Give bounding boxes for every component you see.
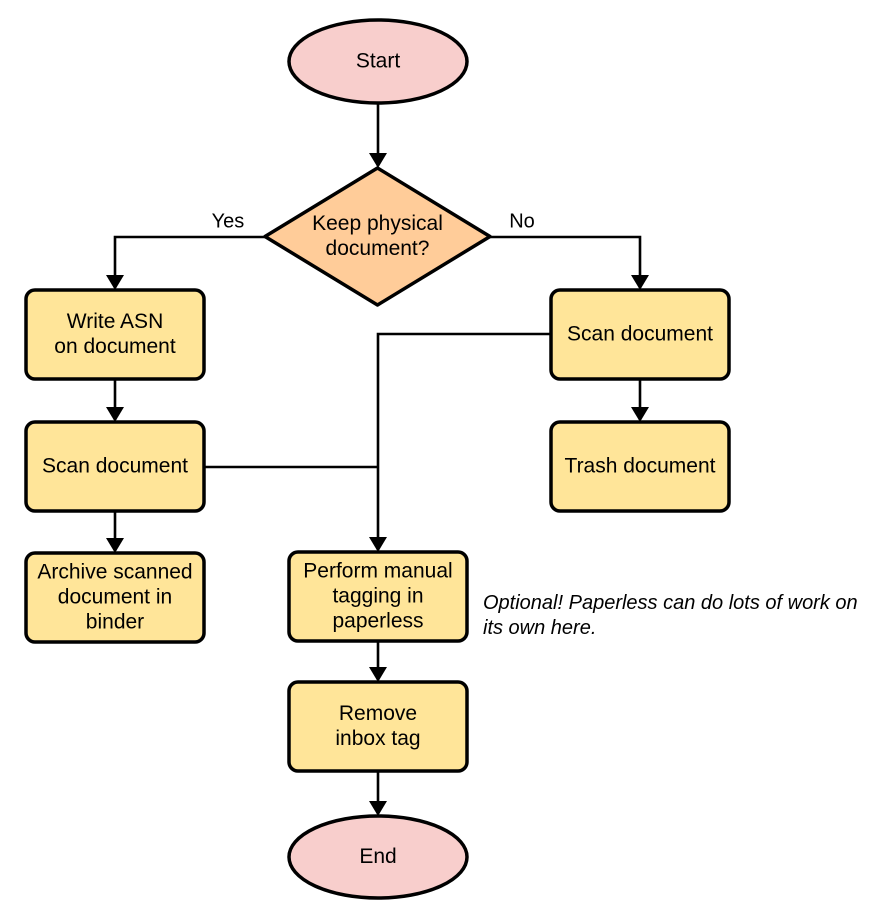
edge-line (490, 235, 642, 288)
edge-scan-document-right-to-tagging (369, 332, 551, 552)
edge-remove-inbox-tag-to-end (369, 771, 387, 816)
edge-start-to-decision (369, 103, 387, 168)
annotations-layer: Optional! Paperless can do lots of work … (483, 592, 858, 639)
edge-tagging-to-remove-inbox-tag (369, 641, 387, 682)
node-shape-rect[interactable] (287, 550, 469, 643)
node-label-line: Start (356, 49, 401, 72)
node-label-line: Keep physical (312, 212, 443, 235)
edge-arrowhead (106, 538, 124, 553)
node-label-line: Scan document (42, 454, 188, 477)
node-label-line: document in (58, 585, 172, 608)
node-label-line: binder (86, 610, 144, 633)
node-label-line: Archive scanned (37, 560, 192, 583)
annotation-line: its own here. (483, 617, 596, 639)
node-shape-rect[interactable] (24, 420, 206, 513)
node-shape-rect[interactable] (549, 288, 731, 381)
edge-arrowhead (106, 275, 124, 290)
node-shape-diamond[interactable] (263, 166, 492, 307)
edge-arrowhead (106, 407, 124, 422)
annotation-line: Optional! Paperless can do lots of work … (483, 592, 858, 614)
node-label-line: Perform manual (303, 559, 452, 582)
node-label-line: Write ASN (67, 310, 163, 333)
node-shape-rect[interactable] (24, 551, 206, 644)
edge-arrowhead (369, 153, 387, 168)
edge-write-asn-to-scan-document-left (106, 379, 124, 422)
node-label: End (359, 845, 396, 868)
node-scan-document-left[interactable]: Scan document (24, 420, 206, 513)
annotation-optional-note: Optional! Paperless can do lots of work … (483, 592, 858, 639)
node-label-line: Scan document (567, 322, 713, 345)
edge-decision-no-to-scan-document-right: No (490, 210, 649, 290)
node-trash-document[interactable]: Trash document (549, 420, 731, 513)
edge-line (376, 332, 551, 550)
edge-arrowhead (631, 275, 649, 290)
node-shape-ellipse[interactable] (287, 814, 469, 900)
node-scan-document-right[interactable]: Scan document (549, 288, 731, 381)
edge-arrowhead (631, 407, 649, 422)
node-label: Trash document (565, 454, 716, 477)
edge-line (113, 235, 265, 288)
node-shape-rect[interactable] (24, 288, 206, 381)
node-label: Start (356, 49, 401, 72)
node-label-line: paperless (332, 609, 423, 632)
node-shape-rect[interactable] (287, 680, 469, 773)
node-label: Scan document (567, 322, 713, 345)
node-label-line: tagging in (332, 584, 423, 607)
node-label-line: on document (54, 335, 176, 358)
node-label: Scan document (42, 454, 188, 477)
node-label-line: document? (326, 237, 430, 260)
node-start[interactable]: Start (287, 18, 469, 105)
edge-label-decision-no-to-scan-document-right: No (509, 210, 535, 232)
edge-label-decision-yes-to-write-asn: Yes (212, 210, 245, 232)
node-label-line: Remove (339, 702, 417, 725)
edges-layer: Yes No (106, 103, 649, 816)
edge-decision-yes-to-write-asn: Yes (106, 210, 265, 290)
node-end[interactable]: End (287, 814, 469, 900)
edge-arrowhead (369, 537, 387, 552)
edge-arrowhead (369, 667, 387, 682)
edge-scan-document-right-to-trash (631, 379, 649, 422)
node-shape-rect[interactable] (549, 420, 731, 513)
node-shape-ellipse[interactable] (287, 18, 469, 105)
node-label-line: End (359, 845, 396, 868)
node-label-line: inbox tag (335, 727, 420, 750)
edge-scan-document-left-to-archive (106, 511, 124, 553)
edge-arrowhead (369, 801, 387, 816)
node-label-line: Trash document (565, 454, 716, 477)
